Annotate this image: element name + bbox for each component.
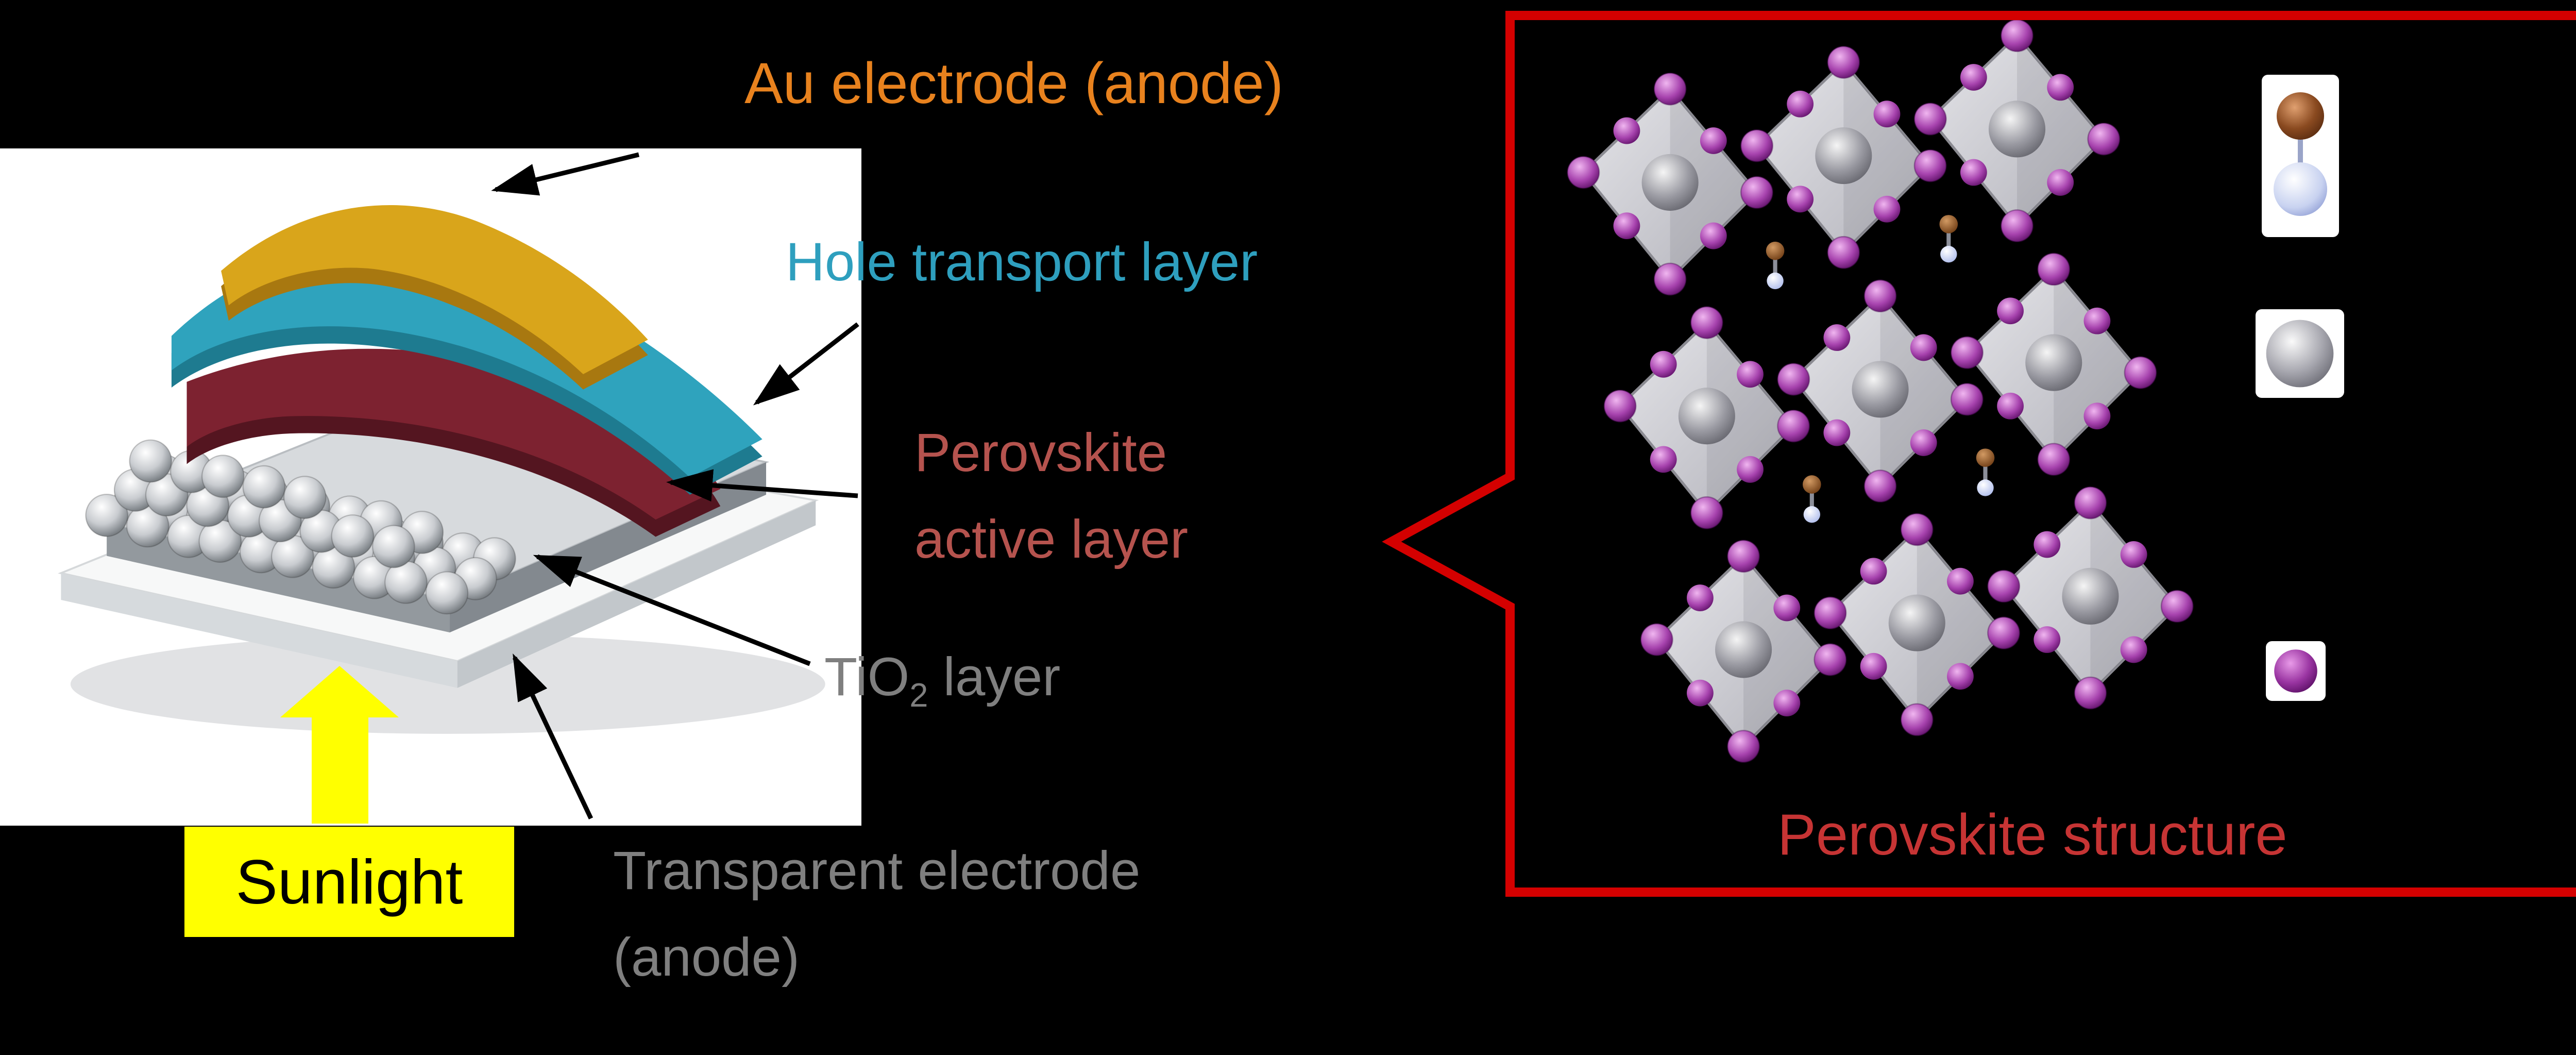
label-perovskite-active-line2: active layer [914, 509, 1189, 570]
a-site-molecule-icon [2262, 75, 2339, 237]
perovskite-crystal-model [1553, 15, 2221, 835]
device-photo [0, 148, 861, 826]
solar-cell-illustration [58, 205, 825, 734]
au-electrode-sheet [221, 205, 648, 390]
label-tio2-layer: TiO2 layer [824, 634, 1060, 722]
tio2-prefix: TiO [824, 647, 910, 707]
label-perovskite-active-line1: Perovskite [914, 423, 1167, 483]
label-perovskite-active: Perovskite active layer [914, 410, 1188, 583]
x-site-atom-glyph [2274, 649, 2317, 693]
label-transparent-electrode-line1: Transparent electrode [613, 841, 1141, 901]
label-transparent-electrode: Transparent electrode (anode) [613, 828, 1140, 1001]
tio2-suffix: layer [928, 647, 1061, 707]
label-au-electrode: Au electrode (anode) [744, 51, 1284, 115]
perovskite-structure-title: Perovskite structure [1777, 802, 2287, 867]
tio2-nanoparticles [85, 439, 516, 615]
x-site-halide-atom-icon [2266, 641, 2326, 701]
label-hole-transport: Hole transport layer [786, 232, 1258, 292]
tio2-subscript: 2 [909, 676, 928, 714]
label-transparent-electrode-line2: (anode) [613, 927, 800, 987]
b-site-metal-atom-icon [2256, 309, 2344, 398]
sunlight-label: Sunlight [184, 827, 514, 937]
a-site-molecule-glyph [2274, 92, 2327, 216]
b-site-atom-glyph [2266, 320, 2334, 388]
crystal-lattice-svg [1567, 19, 2194, 763]
hole-transport-sheet [171, 247, 762, 495]
